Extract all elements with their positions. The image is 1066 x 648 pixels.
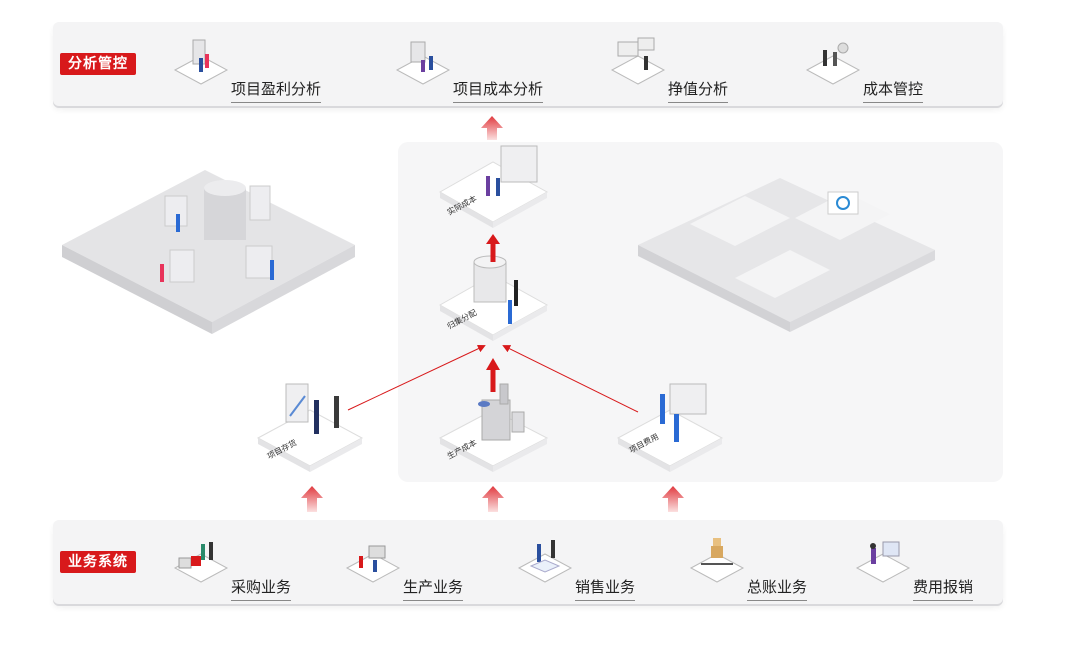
connector-inventory-to-allocation bbox=[347, 344, 486, 411]
cost-control-icon bbox=[805, 42, 861, 85]
earned-value-icon bbox=[610, 37, 666, 85]
item-label: 挣值分析 bbox=[668, 78, 729, 103]
arrow-up-inventory bbox=[301, 486, 323, 512]
item-label: 销售业务 bbox=[575, 576, 636, 601]
item-label: 成本管控 bbox=[863, 78, 924, 103]
analysis-control-tag: 分析管控 bbox=[60, 53, 136, 75]
reimbursement-icon bbox=[855, 541, 911, 583]
node-project-inventory[interactable] bbox=[256, 383, 364, 472]
node-production-cost[interactable] bbox=[438, 383, 549, 472]
connector-expense-to-allocation bbox=[502, 345, 639, 413]
item-production[interactable]: 生产业务 bbox=[343, 530, 493, 601]
arrow-up-production bbox=[482, 486, 504, 512]
item-sales[interactable]: 销售业务 bbox=[515, 530, 665, 601]
item-label: 总账业务 bbox=[747, 576, 808, 601]
node-project-expense[interactable] bbox=[616, 383, 724, 472]
item-purchasing[interactable]: 采购业务 bbox=[171, 530, 321, 601]
purchasing-icon bbox=[173, 542, 229, 583]
item-label: 生产业务 bbox=[403, 576, 464, 601]
business-systems-bar: 业务系统 采购业务 生产业务 销售业务 bbox=[53, 520, 1003, 604]
node-actual-cost[interactable] bbox=[438, 145, 549, 228]
item-expense-reimbursement[interactable]: 费用报销 bbox=[853, 530, 1003, 601]
item-label: 项目盈利分析 bbox=[231, 78, 322, 103]
data-center-platform bbox=[62, 170, 355, 334]
production-icon bbox=[345, 545, 401, 583]
item-project-profit-analysis[interactable]: 项目盈利分析 bbox=[171, 32, 351, 103]
item-cost-control[interactable]: 成本管控 bbox=[803, 32, 963, 103]
arrow-up-to-analysis bbox=[481, 116, 503, 140]
item-label: 费用报销 bbox=[913, 576, 974, 601]
item-project-cost-analysis[interactable]: 项目成本分析 bbox=[393, 32, 573, 103]
item-earned-value-analysis[interactable]: 挣值分析 bbox=[608, 32, 768, 103]
analysis-control-bar: 分析管控 项目盈利分析 项目成本分析 挣值分析 bbox=[53, 22, 1003, 106]
people-board-icon bbox=[173, 39, 229, 85]
item-general-ledger[interactable]: 总账业务 bbox=[687, 530, 837, 601]
node-allocation[interactable] bbox=[438, 255, 549, 341]
business-systems-tag: 业务系统 bbox=[60, 551, 136, 573]
sales-icon bbox=[517, 540, 573, 583]
cost-analysis-icon bbox=[395, 41, 451, 85]
item-label: 项目成本分析 bbox=[453, 78, 544, 103]
ledger-icon bbox=[689, 538, 745, 583]
item-label: 采购业务 bbox=[231, 576, 292, 601]
arrow-up-expense bbox=[662, 486, 684, 512]
operations-platform bbox=[638, 178, 935, 332]
